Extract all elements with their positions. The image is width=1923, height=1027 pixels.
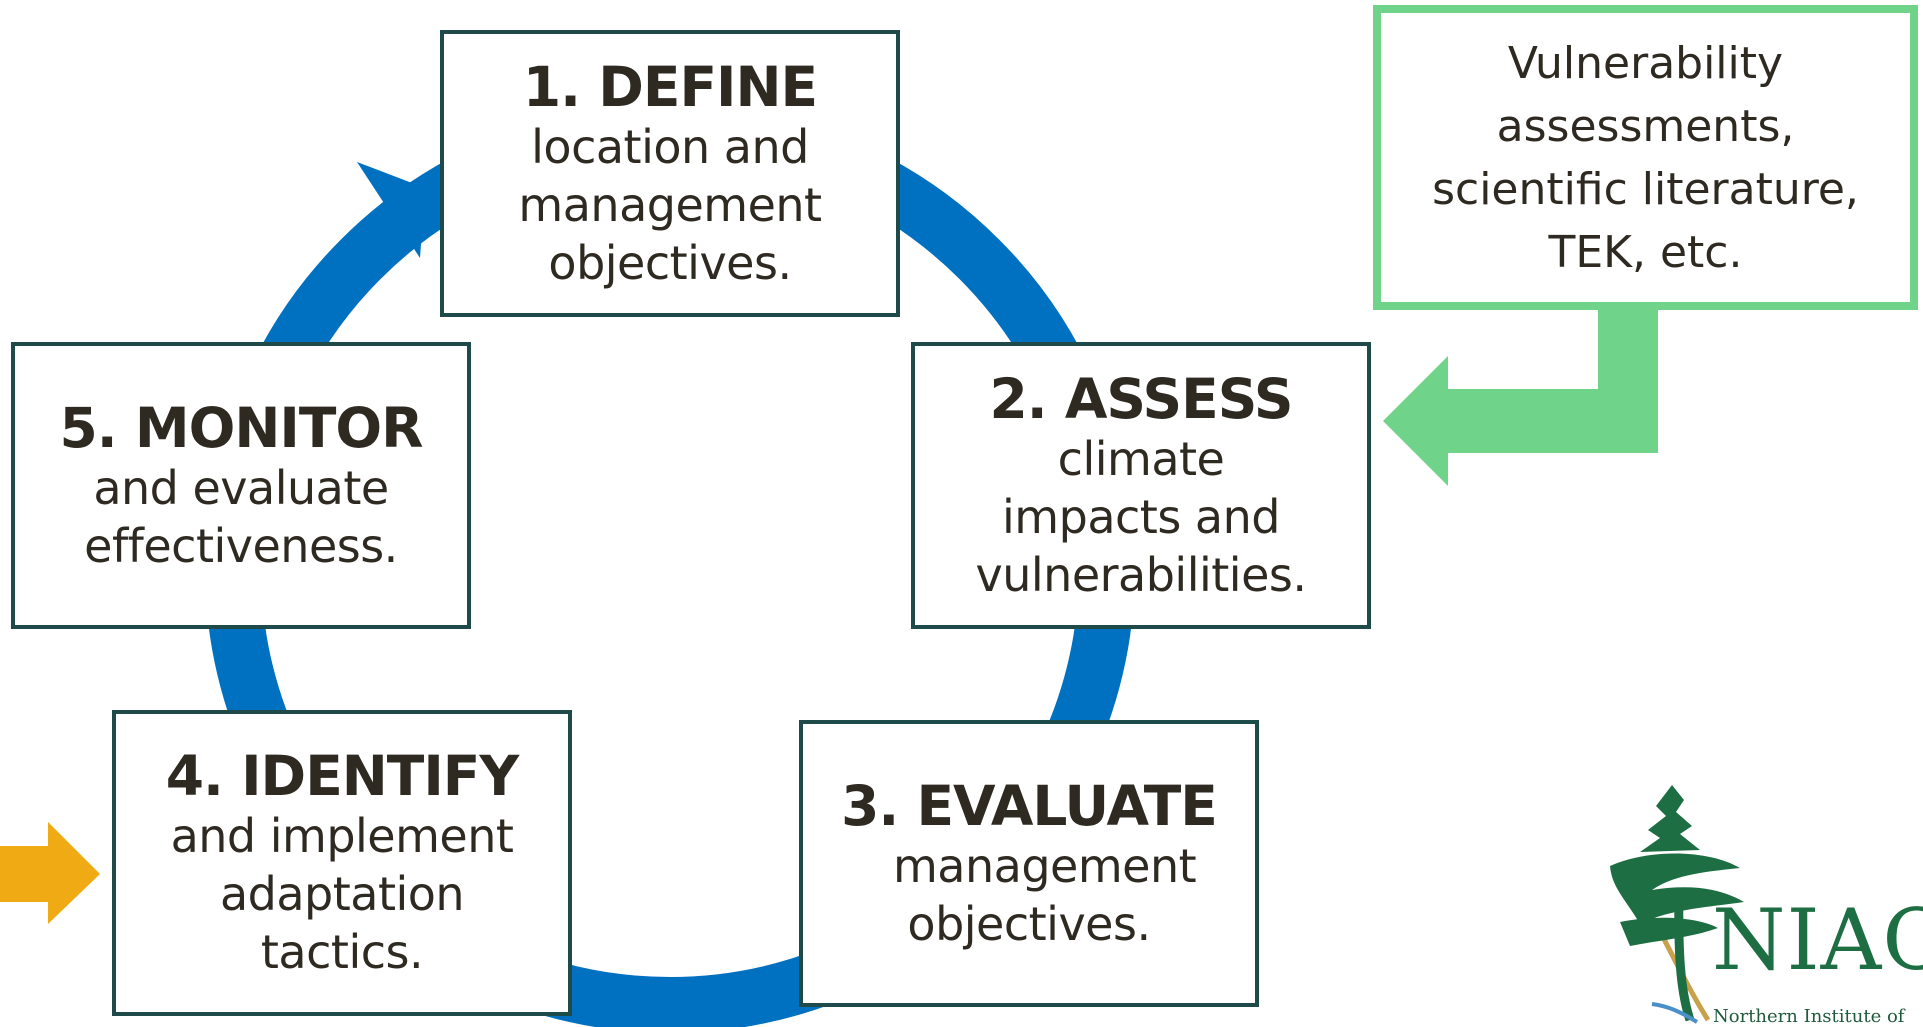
step-title: 1. DEFINE: [522, 54, 818, 119]
step-evaluate: 3. EVALUATE management objectives.: [799, 720, 1259, 1007]
step-monitor: 5. MONITOR and evaluate effectiveness.: [11, 342, 471, 629]
cycle-arrowhead: [357, 162, 425, 258]
information-sources-text: Vulnerability assessments, scientific li…: [1432, 37, 1859, 278]
step-title: 3. EVALUATE: [841, 773, 1218, 838]
information-sources-box: Vulnerability assessments, scientific li…: [1373, 5, 1918, 310]
step-title: 4. IDENTIFY: [165, 744, 519, 808]
tree-icon: [1610, 785, 1744, 1024]
step-title: 2. ASSESS: [989, 366, 1294, 431]
step-identify: 4. IDENTIFY and implement adaptation tac…: [112, 710, 572, 1016]
source-arrow: [1383, 308, 1658, 486]
step-description: and implement adaptation tactics.: [170, 809, 514, 979]
logo-wordmark: NIACS: [1712, 891, 1923, 989]
step-define: 1. DEFINE location and management object…: [440, 30, 900, 317]
step-description: climate impacts and vulnerabilities.: [975, 431, 1307, 602]
step-description: and evaluate effectiveness.: [84, 460, 398, 573]
step-description: management objectives.: [893, 838, 1197, 951]
step-title: 5. MONITOR: [59, 395, 424, 460]
step-assess: 2. ASSESS climate impacts and vulnerabil…: [911, 342, 1371, 629]
input-arrow: [0, 822, 100, 924]
logo-subtitle: Northern Institute of: [1713, 1006, 1905, 1027]
step-description: location and management objectives.: [518, 119, 822, 290]
